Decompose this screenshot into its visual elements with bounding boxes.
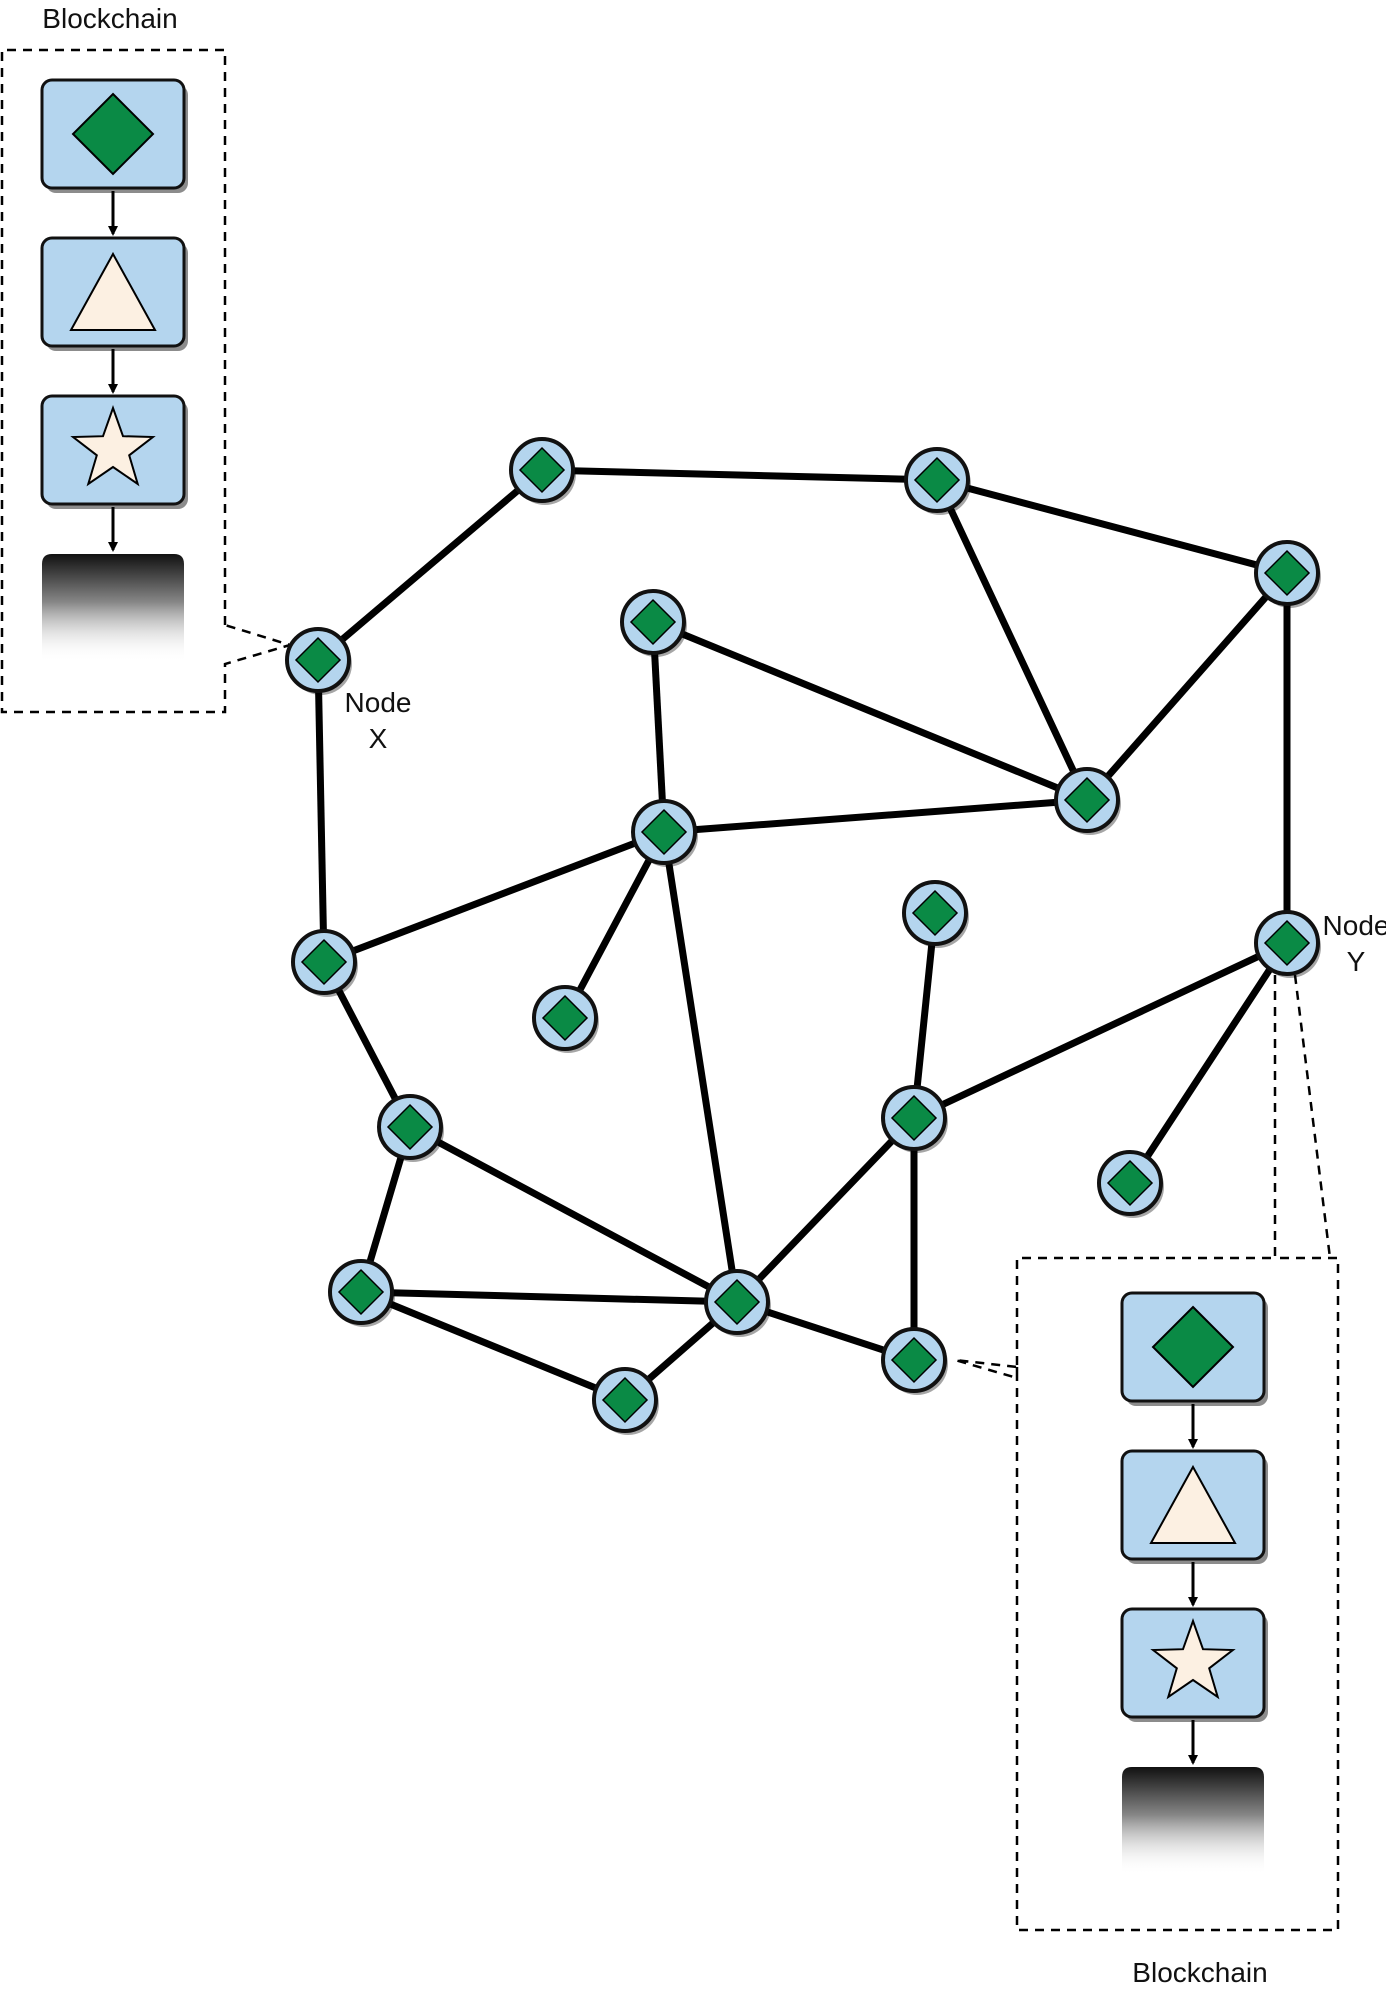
- blockchain-label-right: Blockchain: [1132, 1957, 1267, 1988]
- network-edge: [651, 618, 1089, 804]
- diamond-icon: [911, 889, 959, 937]
- network-edge: [1084, 570, 1290, 803]
- triangle-icon: [69, 251, 157, 331]
- network-node: [377, 1094, 444, 1162]
- diamond-icon: [1263, 919, 1311, 967]
- diamond-icon: [1151, 1305, 1235, 1389]
- node-x: [285, 627, 352, 695]
- network-node: [1254, 540, 1321, 608]
- chain-block: [40, 236, 188, 351]
- node-x-label-line1: Node: [345, 687, 412, 718]
- node-y-label-line1: Node: [1323, 910, 1386, 941]
- blockchain-panel-right: Blockchain: [954, 974, 1340, 1988]
- network-edge: [933, 478, 1091, 802]
- network-node: [328, 1259, 395, 1327]
- diamond-icon: [913, 456, 961, 504]
- diamond-icon: [890, 1094, 938, 1142]
- node-x-label-line2: X: [369, 723, 388, 754]
- network-edge: [541, 466, 938, 484]
- block-chain-left: [40, 78, 188, 662]
- diamond-icon: [294, 636, 342, 684]
- chain-block: [1120, 1449, 1268, 1564]
- diamond-icon: [640, 808, 688, 856]
- network-node: [291, 929, 358, 997]
- diamond-icon: [386, 1103, 434, 1151]
- chain-block: [40, 78, 188, 193]
- network-edge: [314, 659, 328, 963]
- diamond-icon: [601, 1376, 649, 1424]
- network-node: [902, 880, 969, 948]
- diamond-icon: [71, 92, 155, 176]
- diamond-icon: [1063, 776, 1111, 824]
- network-node: [1054, 767, 1121, 835]
- block-chain-right: [1120, 1291, 1268, 1875]
- network-node: [904, 447, 971, 515]
- network-edge: [408, 1123, 739, 1306]
- network-edge: [910, 912, 939, 1119]
- diamond-icon: [890, 1336, 938, 1384]
- network-edge: [360, 1288, 738, 1306]
- diamond-icon: [518, 446, 566, 494]
- diamond-icon: [541, 994, 589, 1042]
- network-edge: [561, 830, 668, 1020]
- faded-block-icon: [1122, 1767, 1264, 1875]
- network-edge: [315, 467, 545, 663]
- network-edge: [660, 831, 741, 1303]
- network-edge: [734, 1115, 917, 1305]
- callout-outline-right: [954, 974, 1340, 1932]
- network-edge: [322, 828, 666, 966]
- network-node: [509, 437, 576, 505]
- network-node: [704, 1269, 771, 1337]
- network-node: [631, 799, 698, 867]
- network-edge: [359, 1288, 627, 1404]
- network-node: [592, 1367, 659, 1435]
- node-y-label-line2: Y: [1347, 946, 1366, 977]
- node-y: [1254, 910, 1321, 978]
- network-node: [532, 985, 599, 1053]
- network-edges: [314, 466, 1291, 1404]
- diamond-icon: [1106, 1159, 1154, 1207]
- network-node: [881, 1085, 948, 1153]
- network-nodes: [285, 437, 1321, 1435]
- diamond-icon: [337, 1268, 385, 1316]
- blockchain-panel-left: Blockchain: [0, 3, 295, 714]
- callout-outline-left: [0, 48, 295, 714]
- chain-block: [1120, 1607, 1268, 1722]
- network-edge: [936, 476, 1288, 577]
- network-node: [881, 1327, 948, 1395]
- star-icon: [70, 405, 156, 487]
- diamond-icon: [713, 1278, 761, 1326]
- star-icon: [1150, 1618, 1236, 1700]
- faded-block-icon: [42, 554, 184, 662]
- network-edge: [1127, 941, 1290, 1185]
- chain-block: [40, 394, 188, 509]
- diamond-icon: [1263, 549, 1311, 597]
- chain-block: [1120, 1291, 1268, 1406]
- network-edge: [663, 796, 1088, 836]
- network-edge: [912, 939, 1289, 1122]
- network-edge: [649, 621, 668, 833]
- diamond-icon: [300, 938, 348, 986]
- network-node: [1097, 1150, 1164, 1218]
- blockchain-label-left: Blockchain: [42, 3, 177, 34]
- diamond-icon: [629, 598, 677, 646]
- triangle-icon: [1149, 1464, 1237, 1544]
- network-node: [620, 589, 687, 657]
